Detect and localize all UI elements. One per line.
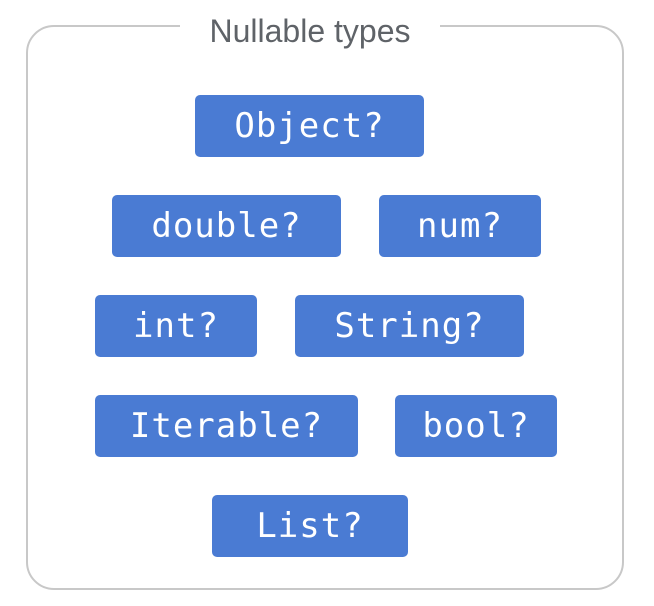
type-chip-double: double?	[112, 195, 341, 257]
type-chip-iterable: Iterable?	[95, 395, 358, 457]
diagram-title: Nullable types	[180, 8, 440, 54]
type-chip-num: num?	[379, 195, 541, 257]
type-chip-object: Object?	[195, 95, 424, 157]
type-chip-list: List?	[212, 495, 408, 557]
type-chip-bool: bool?	[395, 395, 557, 457]
type-chip-int: int?	[95, 295, 257, 357]
type-chip-string: String?	[295, 295, 524, 357]
